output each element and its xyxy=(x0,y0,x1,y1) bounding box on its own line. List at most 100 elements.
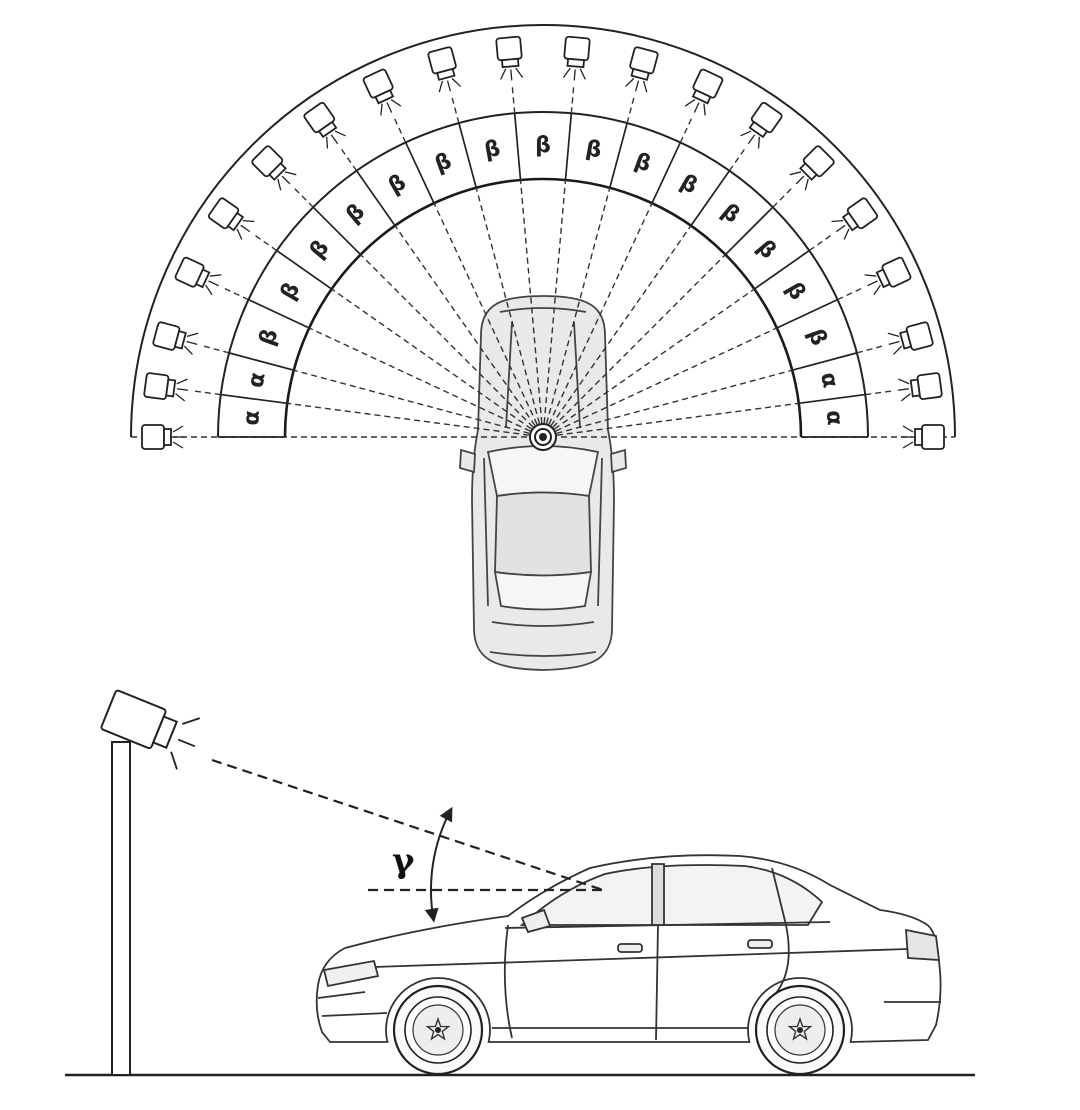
camera-light-ray xyxy=(380,103,383,116)
sight-line xyxy=(293,369,530,435)
camera-icon xyxy=(495,35,524,81)
car-side-view xyxy=(315,854,942,1043)
camera-lens xyxy=(317,120,338,139)
sector-label: β xyxy=(276,278,306,304)
sector-label: α xyxy=(815,370,842,390)
sight-line xyxy=(394,225,536,426)
camera-light-ray xyxy=(186,332,199,338)
camera-light-ray xyxy=(446,80,451,92)
sight-line-outer xyxy=(393,117,407,143)
camera-body xyxy=(916,372,943,400)
sector-divider xyxy=(608,122,628,189)
camera-light-ray xyxy=(900,393,911,402)
camera-light-ray xyxy=(177,388,189,391)
camera-light-ray xyxy=(330,134,339,145)
camera-icon xyxy=(251,145,297,191)
camera-icon xyxy=(897,372,943,402)
sight-line xyxy=(543,179,567,424)
camera-icon xyxy=(143,372,189,402)
camera-light-ray xyxy=(843,228,850,240)
sight-line-outer xyxy=(865,390,893,396)
sight-line xyxy=(550,225,692,426)
rear-wheel xyxy=(754,984,846,1076)
camera-icon xyxy=(141,424,185,450)
camera-light-ray xyxy=(284,171,297,176)
front-bumper-line xyxy=(321,1012,388,1017)
camera-lens xyxy=(899,330,913,350)
camera-light-ray xyxy=(898,378,910,385)
camera-light-ray xyxy=(642,80,648,93)
sight-line xyxy=(548,202,653,425)
camera-light-ray xyxy=(625,77,635,87)
target-center-dot xyxy=(539,433,547,441)
sight-line xyxy=(287,402,530,436)
camera-lens xyxy=(226,211,245,232)
right-mirror xyxy=(610,448,627,474)
sight-line xyxy=(554,288,755,430)
sector-divider xyxy=(776,298,838,329)
camera-light-ray xyxy=(835,224,846,233)
rim-star xyxy=(787,1016,813,1041)
camera-icon xyxy=(684,68,724,116)
camera-lens xyxy=(194,268,211,289)
sight-line xyxy=(433,202,538,425)
hub xyxy=(797,1027,803,1033)
camera-body xyxy=(141,424,165,450)
camera-light-ray xyxy=(500,68,507,80)
camera-light-ray xyxy=(176,378,188,385)
sector-divider xyxy=(312,206,362,256)
side-view: γ xyxy=(65,689,975,1077)
camera-light-ray xyxy=(451,77,461,87)
camera-lens xyxy=(165,378,177,398)
angle-arc xyxy=(424,806,453,923)
sight-line xyxy=(475,187,541,424)
sight-line xyxy=(556,402,799,436)
camera-icon xyxy=(152,321,199,355)
hub xyxy=(435,1027,441,1033)
camera-light-ray xyxy=(438,80,444,93)
sector-divider xyxy=(220,393,288,405)
sector-label: β xyxy=(752,236,781,264)
camera-lens xyxy=(501,57,520,69)
sight-line xyxy=(308,327,531,432)
camera-light-ray xyxy=(804,178,809,191)
sector-label: β xyxy=(584,136,604,163)
camera-light-ray xyxy=(183,345,193,355)
camera-light-ray xyxy=(515,67,524,78)
label-band-inner-arc xyxy=(283,177,803,438)
sector-divider xyxy=(791,352,858,372)
camera-lens xyxy=(566,57,585,69)
camera-light-ray xyxy=(893,345,903,355)
sector-label: β xyxy=(432,149,455,178)
left-mirror xyxy=(459,448,476,474)
sector-divider xyxy=(564,113,573,181)
camera-lens xyxy=(799,162,818,181)
sight-line-outer xyxy=(451,96,460,124)
sight-line-outer xyxy=(223,287,249,301)
camera-lens xyxy=(163,428,172,446)
camera-body xyxy=(563,35,591,62)
car-top-view xyxy=(459,295,627,671)
sight-line-outer xyxy=(679,117,693,143)
camera-icon xyxy=(864,256,912,296)
camera-lens xyxy=(875,268,892,289)
camera-light-ray xyxy=(177,738,196,748)
camera-light-ray xyxy=(902,425,914,433)
camera-icon xyxy=(174,256,222,296)
camera-lens xyxy=(630,67,650,81)
sight-line-outer xyxy=(511,86,516,114)
target-point xyxy=(529,423,557,451)
sector-label: β xyxy=(676,170,702,200)
rear-bumper-line xyxy=(489,651,597,657)
sight-line-outer xyxy=(340,148,358,172)
camera-icon xyxy=(901,424,945,450)
camera-lens xyxy=(748,120,769,139)
sector-label: β xyxy=(305,236,334,264)
camera-icon xyxy=(100,689,201,770)
camera-body xyxy=(143,372,170,400)
sight-line xyxy=(360,254,534,428)
character-line xyxy=(344,947,937,969)
camera-ring xyxy=(141,35,945,450)
camera-light-ray xyxy=(887,332,900,338)
